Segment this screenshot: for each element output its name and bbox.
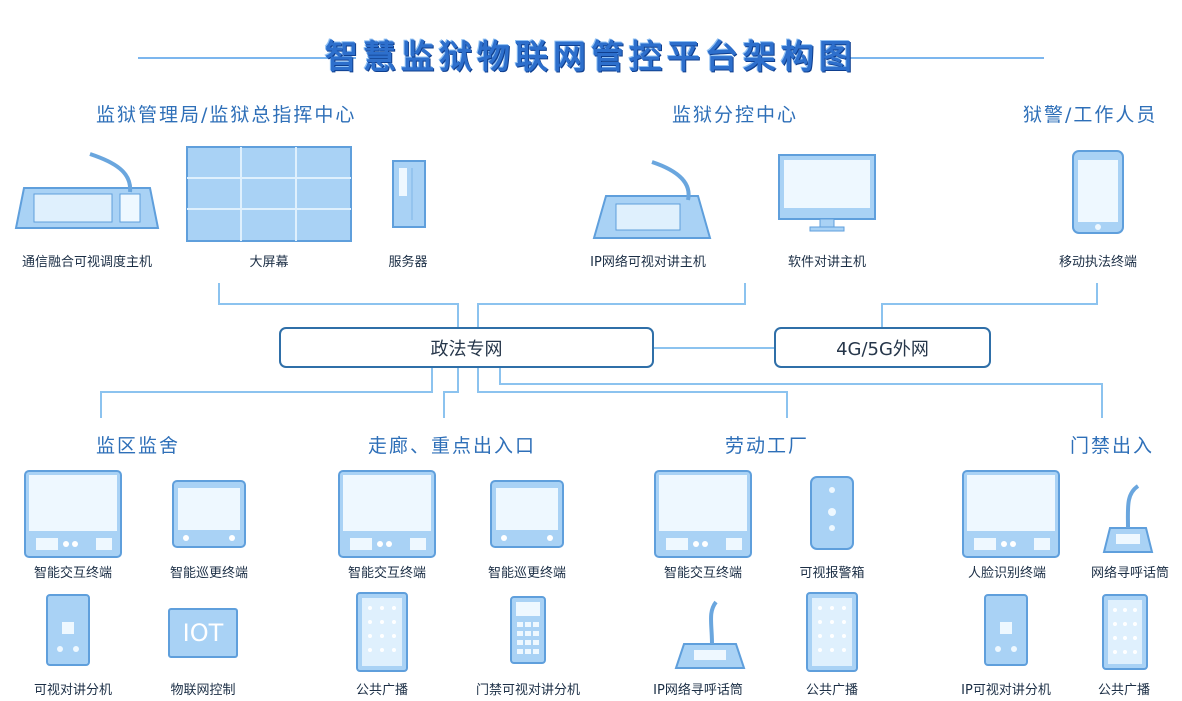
device-big-screen-icon — [186, 146, 352, 242]
group-title-corridor: 走廊、重点出入口 — [368, 435, 537, 457]
title-rule-left — [138, 57, 356, 59]
label-b2-interactive: 智能交互终端 — [347, 566, 426, 581]
group-title-command-center: 监狱管理局/监狱总指挥中心 — [96, 104, 357, 126]
label-mobile-terminal: 移动执法终端 — [1058, 255, 1137, 270]
group-title-access: 门禁出入 — [1070, 435, 1155, 457]
label-ip-intercom-host: IP网络可视对讲主机 — [590, 255, 706, 270]
label-b4-face: 人脸识别终端 — [967, 566, 1046, 581]
diagram-title: 智慧监狱物联网管控平台架构图 — [325, 37, 857, 76]
label-b3-paging-mic: IP网络寻呼话筒 — [653, 683, 743, 698]
label-b4-broadcast: 公共广播 — [1097, 683, 1150, 698]
label-b1-interactive: 智能交互终端 — [33, 566, 112, 581]
device-video-extension-icon — [984, 594, 1028, 666]
label-b3-interactive: 智能交互终端 — [663, 566, 742, 581]
device-interactive-terminal-icon — [24, 470, 122, 558]
device-paging-microphone-icon — [1100, 484, 1156, 554]
network-main: 政法专网 — [279, 327, 654, 368]
group-title-sub-control: 监狱分控中心 — [672, 104, 799, 126]
label-b4-paging-mic: 网络寻呼话筒 — [1090, 566, 1169, 581]
label-server: 服务器 — [388, 255, 428, 270]
network-external: 4G/5G外网 — [774, 327, 991, 368]
device-ip-intercom-host-icon — [592, 160, 712, 242]
device-video-extension-icon — [46, 594, 90, 666]
link-command-center — [218, 283, 459, 328]
label-dispatch-host: 通信融合可视调度主机 — [21, 255, 152, 270]
label-big-screen: 大屏幕 — [249, 255, 289, 270]
link-police — [881, 283, 1098, 328]
label-b2-broadcast: 公共广播 — [355, 683, 408, 698]
device-interactive-terminal-icon — [338, 470, 436, 558]
label-b3-broadcast: 公共广播 — [805, 683, 858, 698]
label-soft-intercom-host: 软件对讲主机 — [787, 255, 866, 270]
device-iot-icon: IOT — [168, 608, 238, 658]
device-paging-microphone-icon — [672, 600, 748, 670]
device-face-recognition-icon — [962, 470, 1060, 558]
device-door-intercom-keypad-icon — [510, 596, 546, 664]
device-soft-intercom-host-icon — [778, 154, 876, 232]
device-interactive-terminal-icon — [654, 470, 752, 558]
device-broadcast-speaker-icon — [1102, 594, 1148, 670]
label-b1-iot: 物联网控制 — [170, 683, 236, 698]
link-sub-control — [477, 283, 746, 328]
title-rule-right — [826, 57, 1044, 59]
device-server-icon — [392, 160, 426, 228]
device-patrol-terminal-icon — [490, 480, 564, 548]
device-dispatch-host-icon — [14, 152, 160, 234]
label-b4-ip-ext: IP可视对讲分机 — [961, 683, 1051, 698]
device-broadcast-speaker-icon — [806, 592, 858, 672]
group-title-police: 狱警/工作人员 — [1023, 104, 1158, 126]
label-b2-door-ext: 门禁可视对讲分机 — [475, 683, 580, 698]
label-b3-alarm: 可视报警箱 — [799, 566, 865, 581]
group-title-factory: 劳动工厂 — [725, 435, 810, 457]
link-branch-4 — [499, 368, 1103, 418]
device-broadcast-speaker-icon — [356, 592, 408, 672]
link-branch-1 — [100, 368, 433, 418]
device-alarm-box-icon — [810, 476, 854, 550]
link-branch-2 — [443, 368, 459, 418]
group-title-cell-block: 监区监舍 — [96, 435, 181, 457]
device-mobile-terminal-icon — [1072, 150, 1124, 234]
device-patrol-terminal-icon — [172, 480, 246, 548]
label-b1-video-ext: 可视对讲分机 — [33, 683, 112, 698]
label-b1-patrol: 智能巡更终端 — [169, 566, 248, 581]
link-branch-3 — [477, 368, 788, 418]
label-b2-patrol: 智能巡更终端 — [487, 566, 566, 581]
